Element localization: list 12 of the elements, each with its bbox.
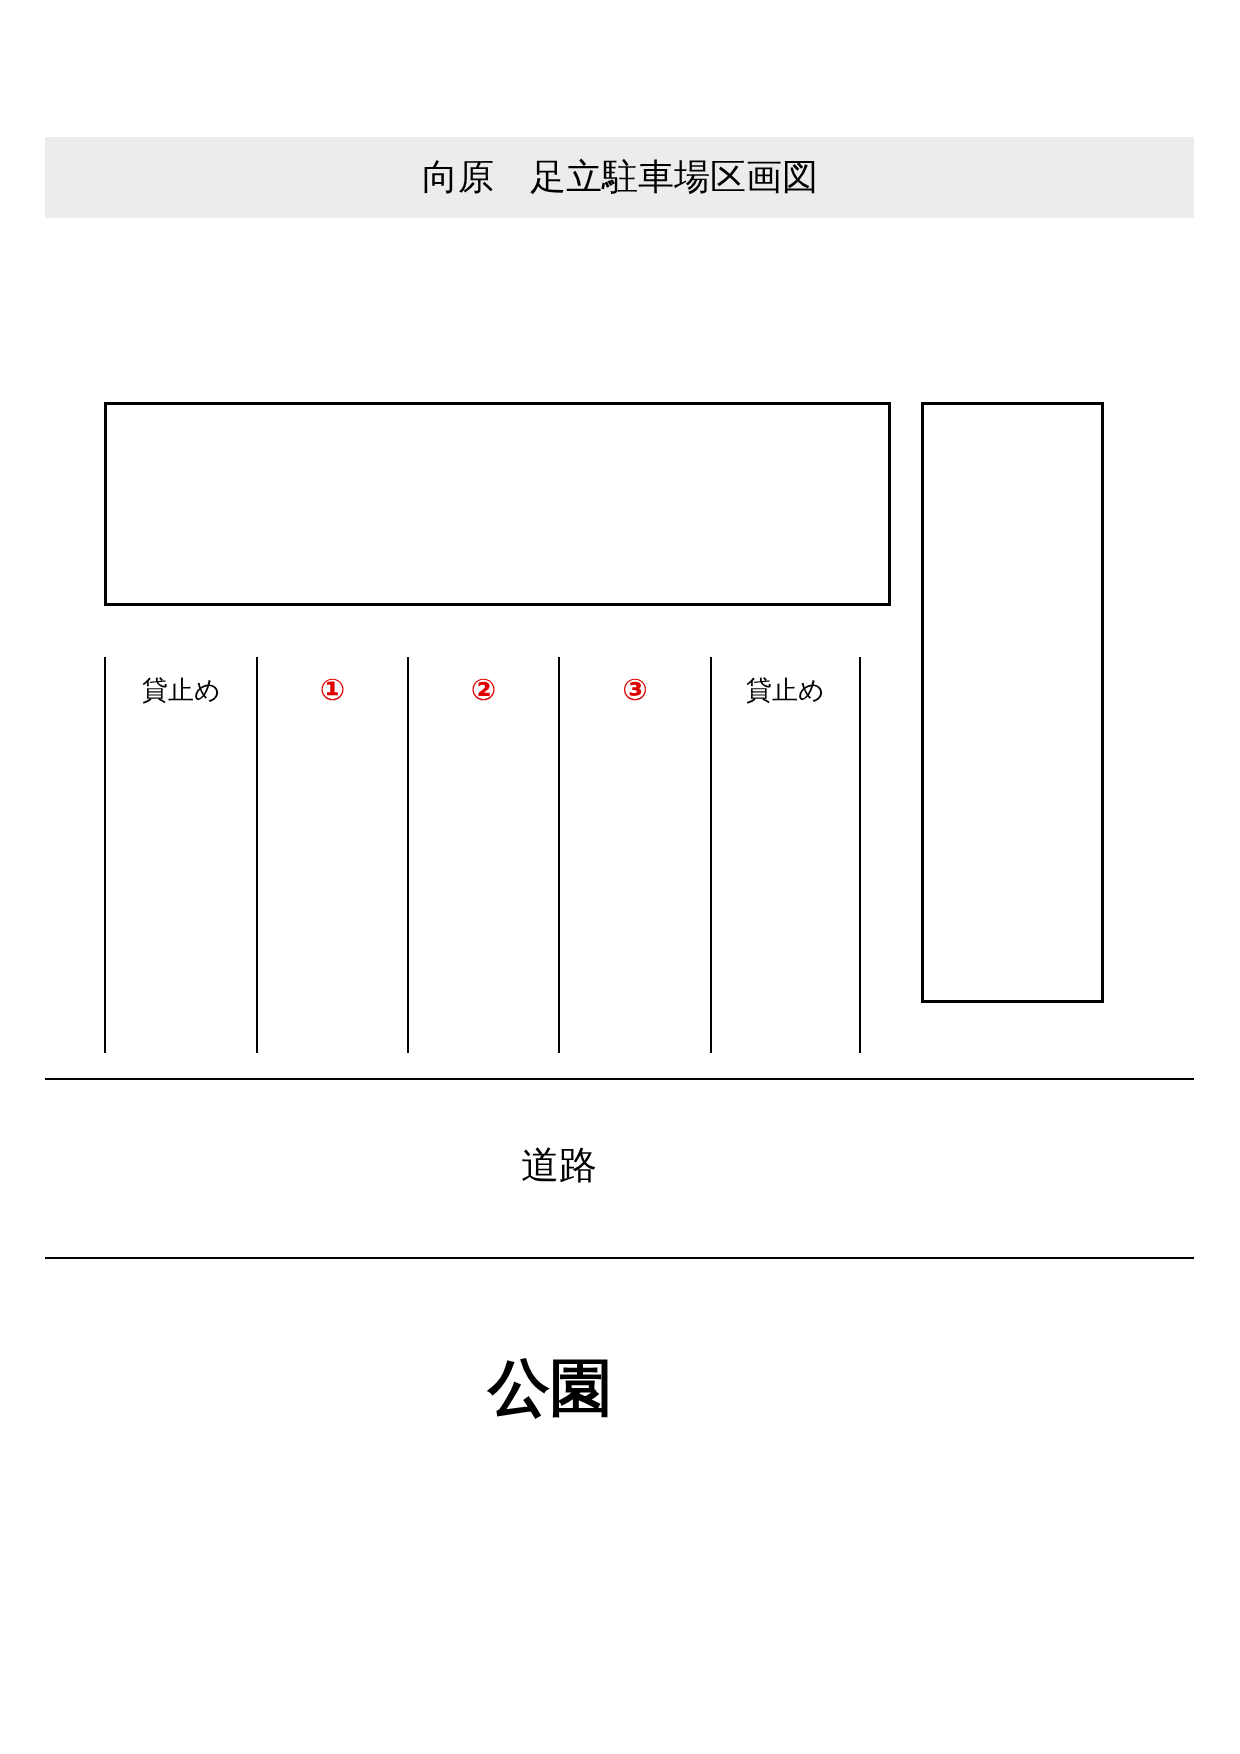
title-banner: 向原 足立駐車場区画図 (45, 137, 1194, 218)
road-band (45, 1078, 1194, 1259)
park-label: 公園 (486, 1350, 613, 1426)
building-box (104, 402, 891, 606)
space-label: 貸止め (745, 674, 826, 707)
space-number: ② (469, 673, 498, 707)
parking-space (710, 657, 861, 1053)
space-label: 貸止め (140, 674, 222, 707)
building-box (921, 402, 1104, 1003)
space-number: ① (318, 673, 347, 707)
road-label: 道路 (519, 1142, 598, 1188)
space-number: ③ (621, 673, 649, 707)
